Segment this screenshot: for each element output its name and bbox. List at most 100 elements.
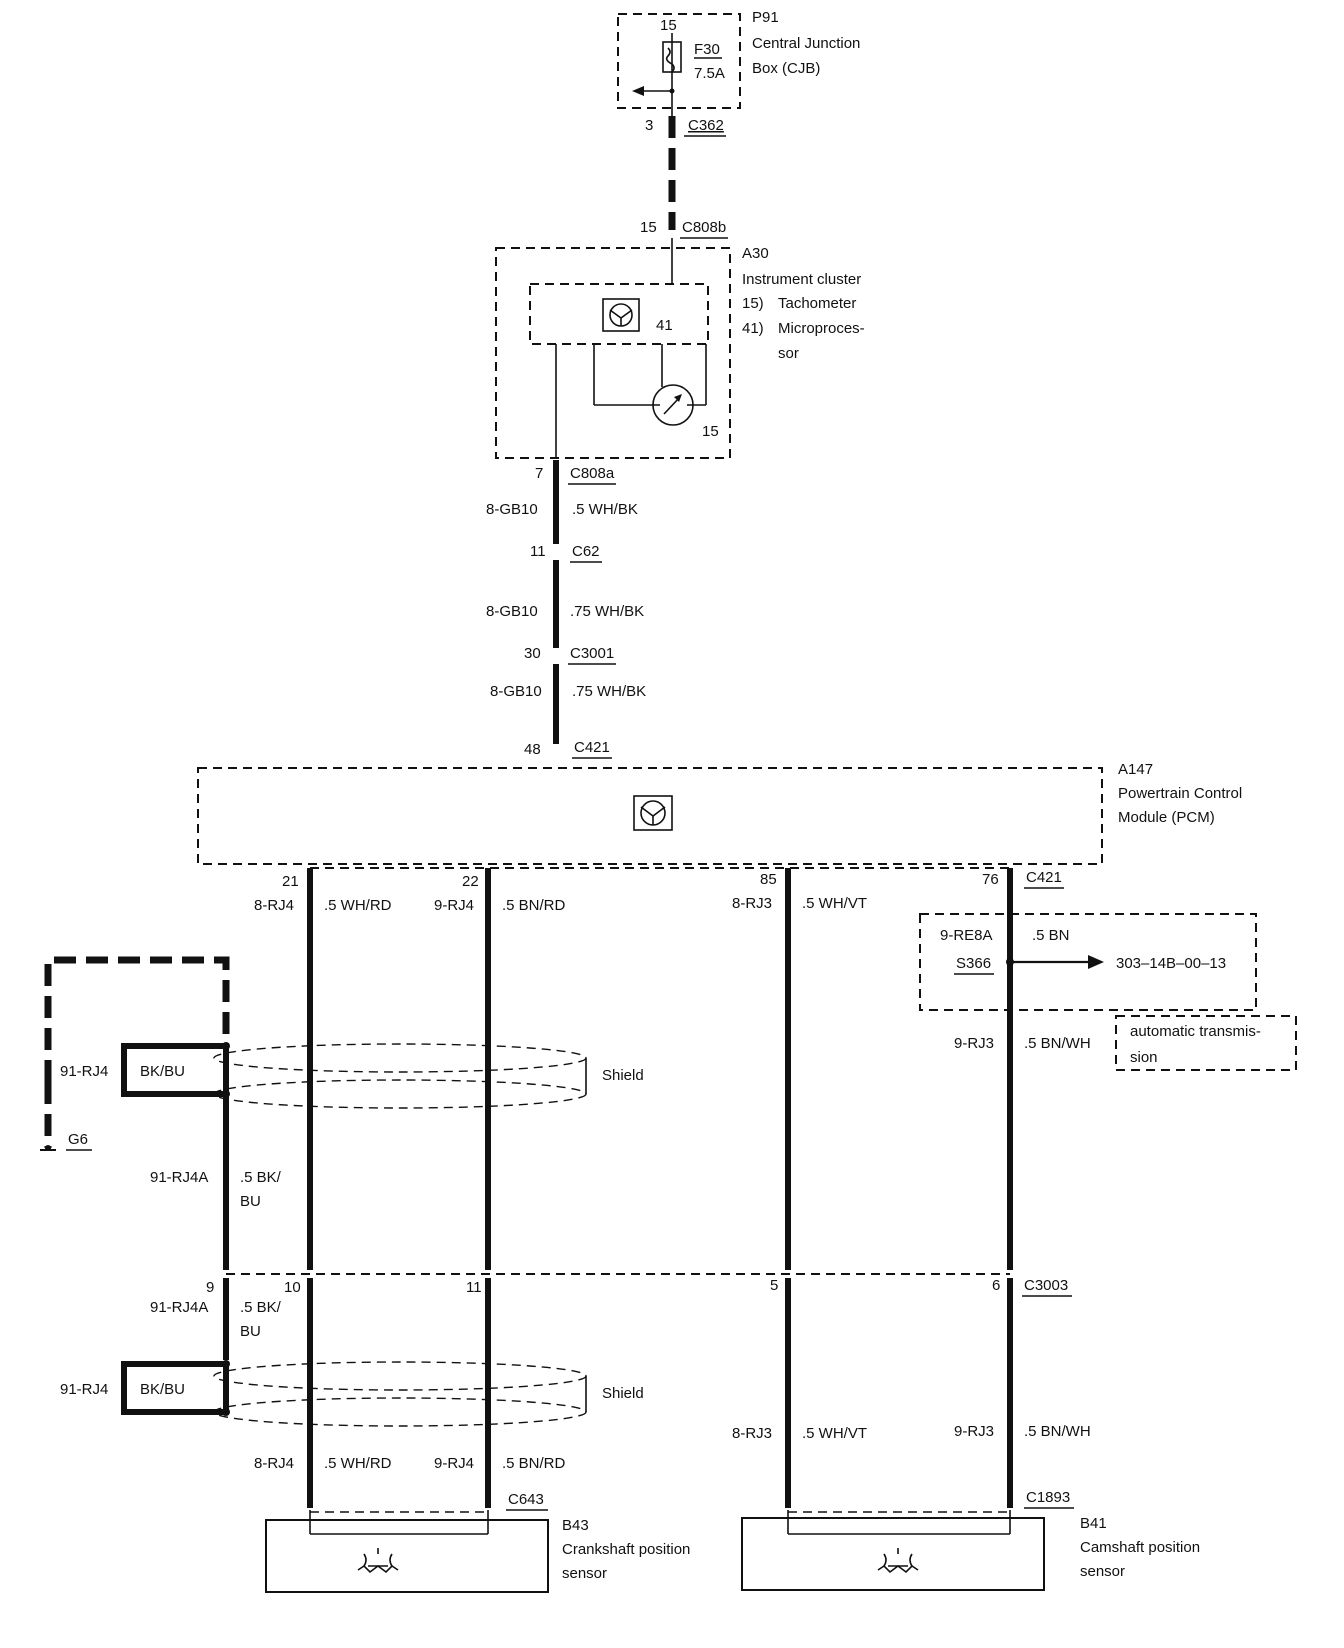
lower-wire-2-size: .5 BN/RD [502, 1455, 566, 1472]
c362-pin: 3 [645, 117, 653, 134]
fuse-f30-rating: 7.5A [694, 65, 725, 82]
lower-wire-3-circuit: 8-RJ3 [732, 1425, 772, 1442]
shield-bottom-color: BK/BU [140, 1381, 185, 1398]
wire-9-rj3-circuit: 9-RJ3 [954, 1035, 994, 1052]
a30-item-15-num: 15) [742, 295, 764, 312]
pcm-wire-3-circuit: 8-RJ3 [732, 895, 772, 912]
c3003-pin-6: 6 [992, 1277, 1000, 1294]
g6-name: G6 [68, 1131, 88, 1148]
pcm-wire-2-size: .5 BN/RD [502, 897, 566, 914]
wire-1-circuit: 8-GB10 [486, 501, 538, 518]
c421-pin-85: 85 [760, 871, 777, 888]
drain-size-2: BU [240, 1193, 261, 1210]
p91-desc-1: Central Junction [752, 35, 860, 52]
c421-pin-21: 21 [282, 873, 299, 890]
a30-item-41-label-2: sor [778, 345, 799, 362]
a30-desc: Instrument cluster [742, 271, 861, 288]
c421-pin-76: 76 [982, 871, 999, 888]
a147-ref: A147 [1118, 761, 1153, 778]
c3003-size-2: BU [240, 1323, 261, 1340]
s366-size: .5 BN [1032, 927, 1070, 944]
shield-bottom: BK/BU 91-RJ4 Shield [60, 1360, 644, 1427]
a30-instrument-cluster: A30 Instrument cluster 15) Tachometer 41… [495, 238, 865, 459]
b41-desc-1: Camshaft position [1080, 1539, 1200, 1556]
b43-desc-1: Crankshaft position [562, 1541, 690, 1558]
microprocessor-icon [602, 298, 640, 332]
s366-ref: 303–14B–00–13 [1116, 955, 1226, 972]
c808b-name: C808b [682, 219, 726, 236]
s366-name: S366 [956, 955, 991, 972]
pcm-wire-1-circuit: 8-RJ4 [254, 897, 294, 914]
c808b-pin: 15 [640, 219, 657, 236]
lower-wire-4-size: .5 BN/WH [1024, 1423, 1091, 1440]
microprocessor-num-41: 41 [656, 317, 673, 334]
pcm-wire-3-size: .5 WH/VT [802, 895, 867, 912]
b43-desc-2: sensor [562, 1565, 607, 1582]
pcm-microprocessor-icon [633, 795, 673, 831]
a30-item-41-label-1: Microproces- [778, 320, 865, 337]
c421-top-name: C421 [574, 739, 610, 756]
lower-wire-4-circuit: 9-RJ3 [954, 1423, 994, 1440]
shield-top-label: Shield [602, 1067, 644, 1084]
b43-ref: B43 [562, 1517, 589, 1534]
drain-size-1: .5 BK/ [240, 1169, 282, 1186]
ground-wire-g6 [44, 956, 230, 1082]
tachometer-gauge-icon [652, 384, 694, 426]
c62-name: C62 [572, 543, 600, 560]
c3003-circuit: 91-RJ4A [150, 1299, 208, 1316]
wire-3-circuit: 8-GB10 [490, 683, 542, 700]
c62-pin: 11 [530, 543, 546, 560]
a30-item-41-num: 41) [742, 320, 764, 337]
arrow-right-icon [1088, 955, 1104, 969]
ground-icon [45, 1145, 51, 1151]
c3003-pin-10: 10 [284, 1279, 301, 1296]
c808a-pin: 7 [535, 465, 543, 482]
p91-ref: P91 [752, 9, 779, 26]
c3003-pin-9: 9 [206, 1279, 214, 1296]
c3001-name: C3001 [570, 645, 614, 662]
c3003-name: C3003 [1024, 1277, 1068, 1294]
shield-top: BK/BU 91-RJ4 Shield [60, 1042, 644, 1109]
b43-crankshaft-sensor: B43 Crankshaft position sensor [265, 1510, 690, 1593]
fuse-icon [632, 33, 682, 108]
c1893-name: C1893 [1026, 1489, 1070, 1506]
wire-9-rj3-size: .5 BN/WH [1024, 1035, 1091, 1052]
wire-1-size: .5 WH/BK [572, 501, 638, 518]
b41-desc-2: sensor [1080, 1563, 1125, 1580]
lower-wire-1-circuit: 8-RJ4 [254, 1455, 294, 1472]
a147-desc-1: Powertrain Control [1118, 785, 1242, 802]
p91-pin-15: 15 [660, 17, 677, 34]
c421-bottom-name: C421 [1026, 869, 1062, 886]
drain-circuit: 91-RJ4A [150, 1169, 208, 1186]
gear-sensor-icon [357, 1548, 399, 1574]
s366-splice: 9-RE8A .5 BN S366 303–14B–00–13 [919, 913, 1257, 1011]
wire-3-size: .75 WH/BK [572, 683, 646, 700]
lower-wire-1-size: .5 WH/RD [324, 1455, 392, 1472]
c3003-pin-5: 5 [770, 1277, 778, 1294]
shield-top-color: BK/BU [140, 1063, 185, 1080]
c3003-pin-11: 11 [466, 1279, 482, 1296]
c3003-size-1: .5 BK/ [240, 1299, 282, 1316]
shield-bottom-label: Shield [602, 1385, 644, 1402]
gear-sensor-icon [877, 1548, 919, 1574]
shield-bottom-circuit: 91-RJ4 [60, 1381, 108, 1398]
fuse-f30-label: F30 [694, 41, 720, 58]
a30-item-15-label: Tachometer [778, 295, 856, 312]
wire-2-circuit: 8-GB10 [486, 603, 538, 620]
shield-top-circuit: 91-RJ4 [60, 1063, 108, 1080]
a30-ref: A30 [742, 245, 769, 262]
p91-desc-2: Box (CJB) [752, 60, 820, 77]
c421-top-pin: 48 [524, 741, 541, 758]
automatic-transmission-note: automatic transmis- sion [1115, 1015, 1297, 1071]
b41-camshaft-sensor: B41 Camshaft position sensor [741, 1510, 1200, 1591]
lower-wire-3-size: .5 WH/VT [802, 1425, 867, 1442]
s366-circuit: 9-RE8A [940, 927, 993, 944]
c808a-name: C808a [570, 465, 615, 482]
tachometer-num-15: 15 [702, 423, 719, 440]
lower-wire-2-circuit: 9-RJ4 [434, 1455, 474, 1472]
wire-2-size: .75 WH/BK [570, 603, 644, 620]
c643-name: C643 [508, 1491, 544, 1508]
note-line-2: sion [1130, 1049, 1158, 1066]
c3001-pin: 30 [524, 645, 541, 662]
